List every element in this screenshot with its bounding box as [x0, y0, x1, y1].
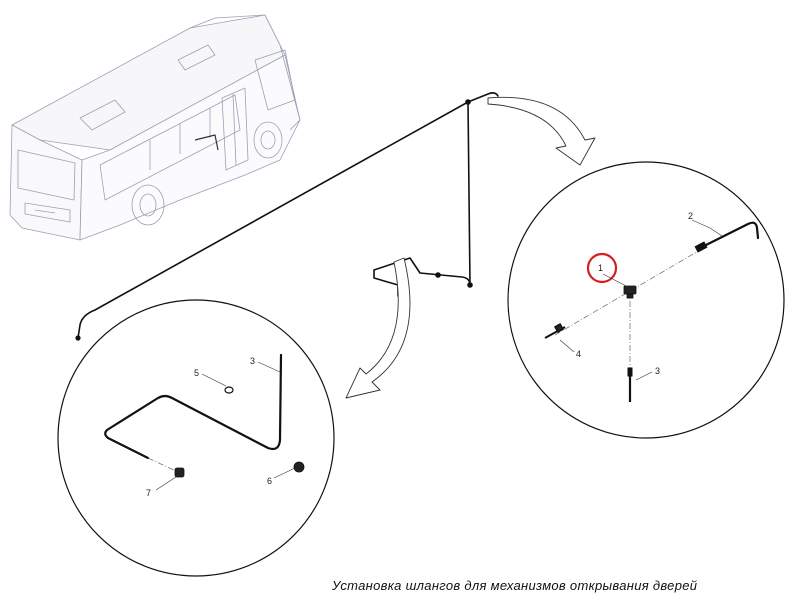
- part-5-clip: [224, 386, 234, 394]
- highlight-ring: [586, 252, 618, 284]
- right-detail-view: 1 2 4 3: [507, 161, 785, 439]
- part-2-hose: [694, 221, 760, 253]
- callout-4: 4: [576, 349, 581, 359]
- callout-5: 5: [194, 368, 199, 378]
- part-7-fitting: [174, 467, 185, 478]
- callout-3-right: 3: [655, 366, 660, 376]
- right-detail-circle: [507, 161, 785, 439]
- arrow-to-right-detail: [487, 96, 596, 166]
- part-6-plug: [293, 461, 305, 473]
- left-detail-view: 5 3 7 6: [57, 299, 335, 577]
- callout-6: 6: [267, 476, 272, 486]
- callout-3-left: 3: [250, 356, 255, 366]
- arrow-to-left-detail: [345, 257, 411, 399]
- diagram-caption: Установка шлангов для механизмов открыва…: [332, 578, 698, 593]
- hose-layout: [75, 92, 499, 341]
- left-hose: [104, 353, 283, 460]
- callout-1: 1: [598, 263, 603, 273]
- part-4-connector: [544, 322, 566, 339]
- callout-2: 2: [688, 211, 693, 221]
- part-3-hose-vertical: [627, 367, 633, 402]
- left-detail-circle: [57, 299, 335, 577]
- bus-illustration: [9, 14, 301, 241]
- hose-right-branch: [467, 92, 499, 103]
- part-1-tee-fitting: [623, 285, 637, 299]
- hose-vertical: [467, 101, 471, 286]
- hose-lower-branch: [373, 257, 471, 297]
- main-hose-line: [77, 101, 469, 339]
- callout-7: 7: [146, 488, 151, 498]
